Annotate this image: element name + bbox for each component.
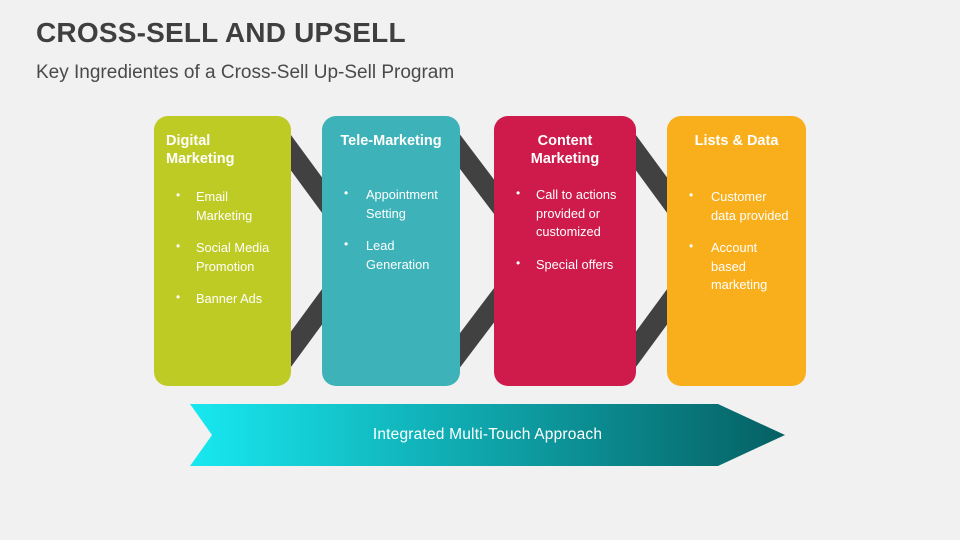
list-item: Call to actions provided or customized: [506, 185, 624, 242]
column-card-digital-marketing[interactable]: Digital Marketing Email Marketing Social…: [154, 116, 291, 386]
column-title: Tele-Marketing: [340, 133, 442, 149]
column-title: Content Marketing: [530, 133, 600, 168]
column-title: Digital Marketing: [166, 133, 235, 168]
column-bullet-list: Email Marketing Social Media Promotion B…: [166, 187, 279, 309]
list-item: Banner Ads: [166, 289, 279, 309]
slide-header: CROSS-SELL AND UPSELL Key Ingredientes o…: [36, 16, 916, 84]
list-item: Special offers: [506, 255, 624, 275]
column-bullet-list: Appointment Setting Lead Generation: [334, 185, 448, 274]
column-card-content-marketing[interactable]: Content Marketing Call to actions provid…: [494, 116, 636, 386]
arrow-shape: [190, 404, 785, 466]
integrated-approach-arrow: Integrated Multi-Touch Approach: [190, 404, 785, 466]
list-item: Social Media Promotion: [166, 238, 279, 276]
column-bullet-list: Call to actions provided or customized S…: [506, 185, 624, 275]
list-item: Email Marketing: [166, 187, 279, 225]
column-card-tele-marketing[interactable]: Tele-Marketing Appointment Setting Lead …: [322, 116, 460, 386]
list-item: Appointment Setting: [334, 185, 448, 223]
column-title: Lists & Data: [694, 133, 779, 149]
column-card-lists-and-data[interactable]: Lists & Data Customer data provided Acco…: [667, 116, 806, 386]
page-title: CROSS-SELL AND UPSELL: [36, 17, 406, 48]
list-item: Account based marketing: [679, 238, 794, 295]
list-item: Customer data provided: [679, 187, 794, 225]
column-bullet-list: Customer data provided Account based mar…: [679, 187, 794, 295]
list-item: Lead Generation: [334, 236, 448, 274]
page-subtitle: Key Ingredientes of a Cross-Sell Up-Sell…: [36, 61, 455, 83]
